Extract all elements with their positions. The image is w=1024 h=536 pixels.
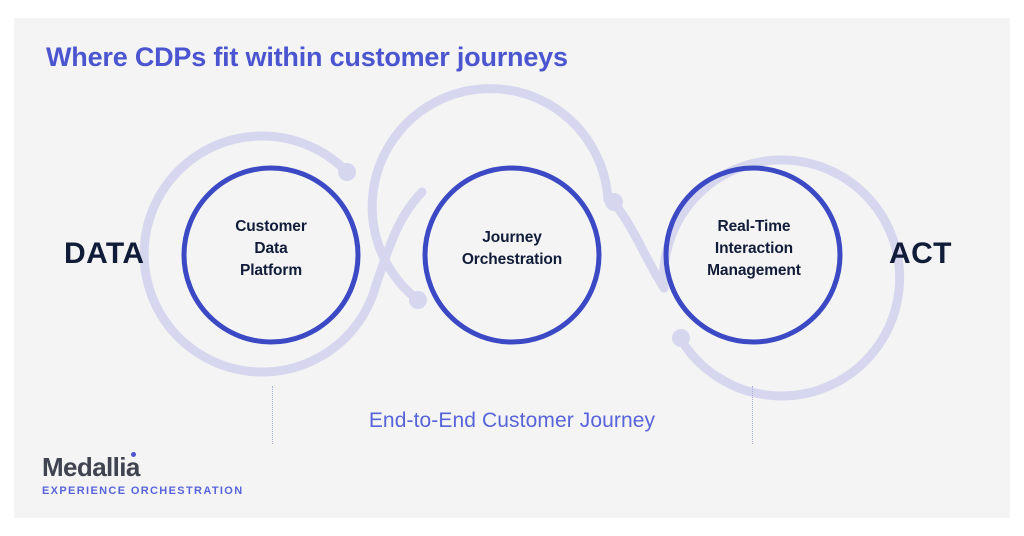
node-label-line: Management (707, 262, 801, 280)
node-label-line: Data (254, 240, 288, 258)
logo-wordmark-text: Medallia (42, 452, 140, 482)
flow-label-data: DATA (64, 237, 145, 270)
node-label-rtim: Real-Time Interaction Management (654, 216, 854, 282)
node-label-line: Orchestration (461, 251, 563, 269)
node-label-line: Customer (235, 218, 307, 235)
node-label-line: Platform (239, 262, 303, 280)
logo-dot-icon (131, 452, 136, 457)
node-label-line: Interaction (714, 240, 794, 258)
dotted-divider-left (272, 386, 273, 444)
page-title: Where CDPs fit within customer journeys (46, 42, 568, 72)
dotted-divider-right (752, 386, 753, 444)
logo-tagline: EXPERIENCE ORCHESTRATION (42, 485, 244, 497)
flow-label-act: ACT (889, 237, 952, 270)
journey-caption: End-to-End Customer Journey (368, 409, 656, 432)
node-label-cdp: Customer Data Platform (171, 216, 371, 282)
node-label-line: Real-Time (717, 218, 791, 235)
node-label-journey-orchestration: Journey Orchestration (412, 227, 612, 271)
medallia-logo: Medallia EXPERIENCE ORCHESTRATION (42, 452, 244, 497)
logo-wordmark: Medallia (42, 452, 244, 482)
node-label-line: Journey (482, 229, 542, 246)
